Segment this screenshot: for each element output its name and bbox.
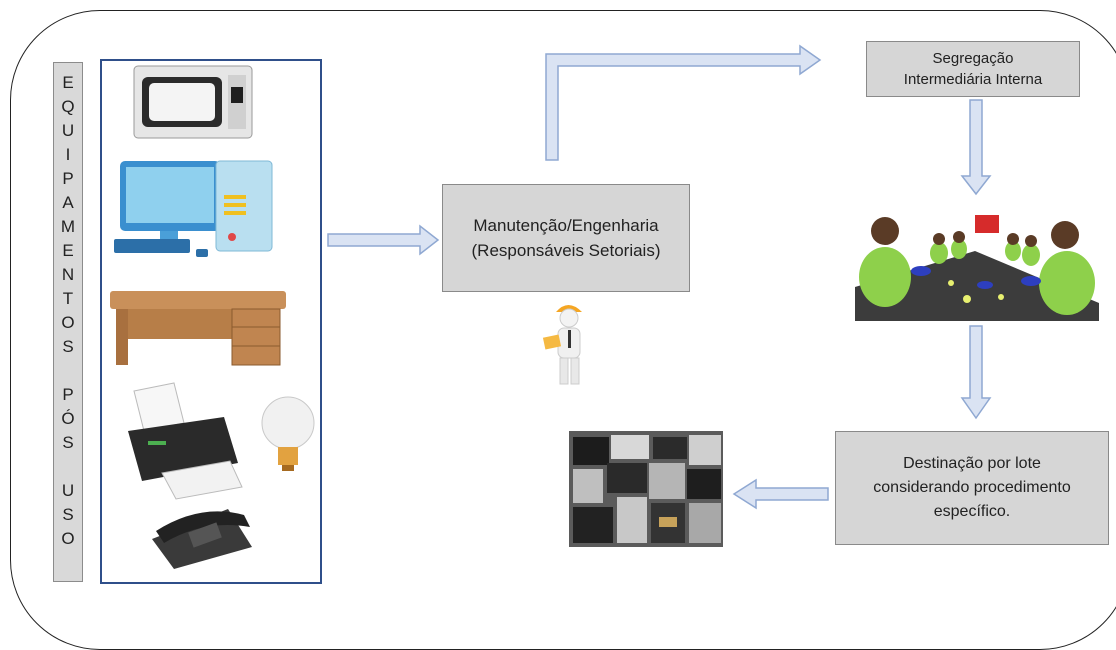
desk-icon (110, 291, 286, 366)
segregation-label-line1: Segregação (932, 50, 1014, 67)
maintenance-label-line2: (Responsáveis Setoriais) (471, 241, 661, 260)
equipment-box (100, 59, 322, 584)
segregation-label-line2: Intermediária Interna (903, 71, 1043, 88)
vlabel-letter: I (65, 145, 71, 164)
vlabel-letter: O (61, 529, 75, 548)
telephone-icon (152, 509, 252, 569)
arrow-sorting-to-destination (960, 325, 992, 420)
printer-icon (128, 382, 243, 500)
equipment-vertical-label: E Q U I P A M E N T O S P Ó S U S O (53, 62, 83, 582)
vlabel-letter: E (62, 241, 74, 260)
vlabel-letter: M (60, 217, 76, 236)
vlabel-letter: E (62, 73, 74, 92)
maintenance-engineering-box: Manutenção/Engenharia (Responsáveis Seto… (442, 184, 690, 292)
vlabel-letter: S (62, 433, 74, 452)
arrow-segregation-down (960, 99, 992, 196)
computer-icon (114, 160, 273, 257)
vlabel-letter: U (61, 481, 75, 500)
vlabel-letter: O (61, 313, 75, 332)
batch-destination-box: Destinação por lote considerando procedi… (835, 431, 1109, 545)
sorting-workers-illustration (855, 207, 1099, 321)
maintenance-label-line1: Manutenção/Engenharia (473, 216, 659, 235)
vlabel-letter: P (62, 169, 74, 188)
vlabel-letter: Ó (61, 409, 75, 428)
vlabel-letter: S (62, 337, 74, 356)
destination-label-line3: específico. (933, 503, 1011, 520)
vlabel-letter: T (62, 289, 74, 308)
arrow-maintenance-to-segregation (545, 44, 822, 161)
arrow-equipment-to-maintenance (327, 224, 440, 256)
vlabel-letter: U (61, 121, 75, 140)
vlabel-letter: P (62, 385, 74, 404)
vlabel-letter: A (62, 193, 74, 212)
equipment-illustrations (110, 65, 315, 569)
vlabel-letter: S (62, 505, 74, 524)
lightbulb-icon (261, 396, 315, 471)
destination-label-line1: Destinação por lote (903, 455, 1041, 472)
vlabel-letter: Q (61, 97, 75, 116)
internal-segregation-box: Segregação Intermediária Interna (866, 41, 1080, 97)
flow-arrows (327, 44, 992, 510)
vlabel-letter: N (61, 265, 75, 284)
destination-label-line2: considerando procedimento (873, 479, 1071, 496)
arrow-destination-to-pile (732, 478, 829, 510)
engineer-figure-icon (542, 305, 582, 385)
microwave-icon (133, 65, 253, 139)
electronic-waste-pile-photo (569, 431, 723, 547)
